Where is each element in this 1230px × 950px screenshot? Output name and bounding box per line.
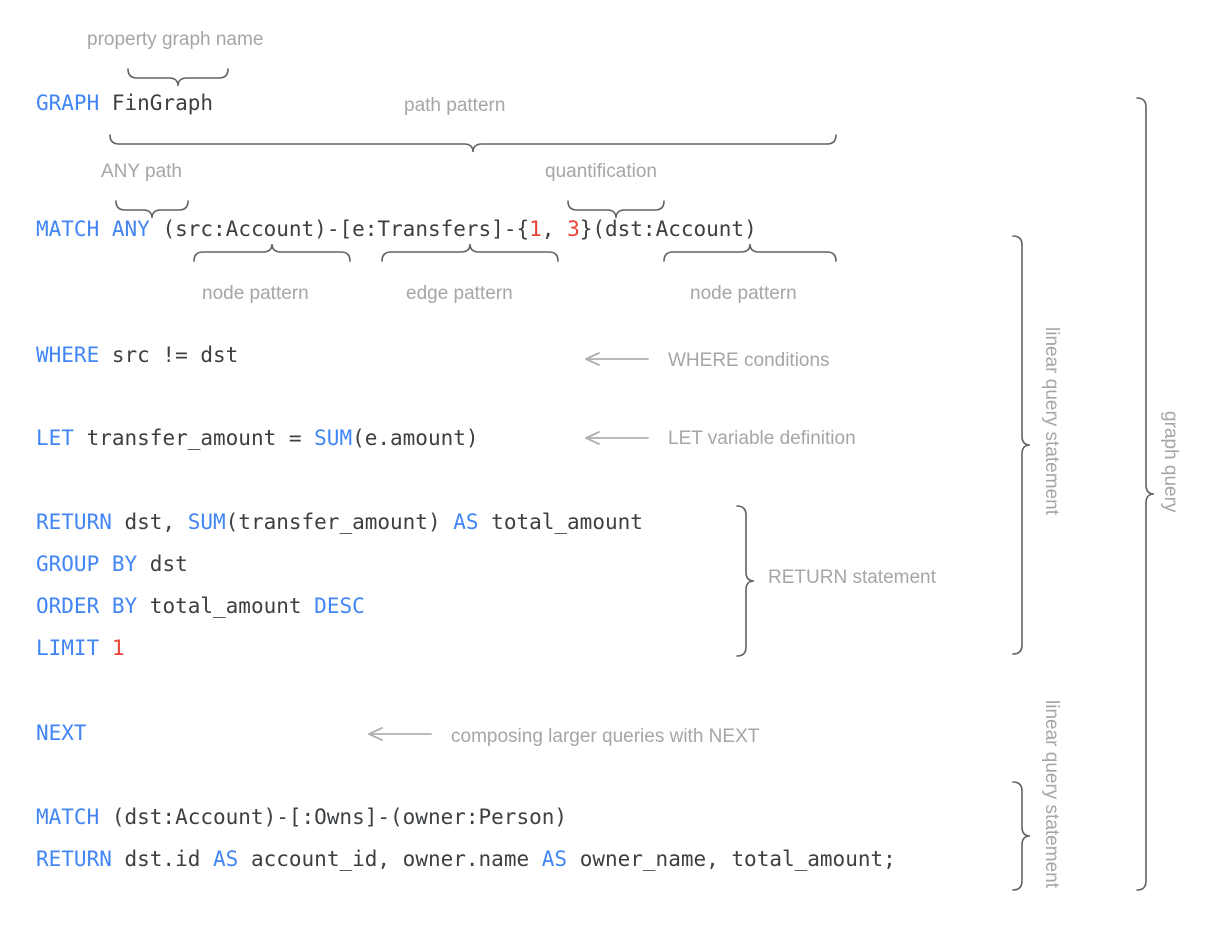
code-token: dst.id [111, 847, 214, 871]
label-node-pattern-right: node pattern [690, 283, 797, 304]
code-token: AS [541, 847, 568, 871]
code-token: account_id, owner.name [238, 847, 542, 871]
label-any-path: ANY path [101, 161, 182, 182]
label-quantification: quantification [545, 161, 657, 182]
arrow-let [585, 431, 649, 445]
label-where-conditions: WHERE conditions [668, 350, 830, 371]
code-token: dst, [111, 510, 188, 534]
code-line-match-owns-line: MATCH (dst:Account)-[:Owns]-(owner:Perso… [36, 807, 567, 828]
brace-linear-query-1 [1012, 235, 1031, 655]
vertical-label-graph-query: graph query [1160, 411, 1181, 513]
brace-any-path [115, 200, 189, 219]
code-token: (dst:Account)-[:Owns]-(owner:Person) [99, 805, 568, 829]
code-line-graph-line: GRAPH FinGraph [36, 93, 213, 114]
vertical-label-linear-query-statement-1: linear query statement [1041, 327, 1062, 515]
code-token: , [541, 217, 568, 241]
code-token: GRAPH [36, 91, 100, 115]
arrow-next [368, 727, 432, 741]
code-token: (src:Account)-[e:Transfers]-{ [149, 217, 530, 241]
label-composing-with-next: composing larger queries with NEXT [451, 726, 760, 747]
brace-graph-query [1136, 97, 1155, 891]
code-token: LET [36, 426, 74, 450]
code-token: ANY [111, 217, 150, 241]
brace-path-pattern [109, 134, 837, 153]
code-token: dst [137, 552, 188, 576]
code-token: src != dst [99, 343, 239, 367]
code-token: owner_name, total_amount; [567, 847, 896, 871]
brace-linear-query-2 [1012, 781, 1031, 891]
code-token: MATCH [36, 217, 100, 241]
label-node-pattern-left: node pattern [202, 283, 309, 304]
code-token: WHERE [36, 343, 100, 367]
code-token: (transfer_amount) [225, 510, 454, 534]
code-token: (e.amount) [352, 426, 479, 450]
brace-node-pattern-left [193, 243, 351, 262]
code-line-group-by-line: GROUP BY dst [36, 554, 188, 575]
code-token: 3 [567, 217, 580, 241]
code-token [99, 636, 112, 660]
label-edge-pattern: edge pattern [406, 283, 513, 304]
brace-property-graph-name [127, 68, 229, 87]
code-line-where-line: WHERE src != dst [36, 345, 238, 366]
code-token: AS [453, 510, 479, 534]
code-token: MATCH [36, 805, 100, 829]
code-token: NEXT [36, 721, 87, 745]
label-path-pattern: path pattern [404, 95, 506, 116]
code-line-next-line: NEXT [36, 723, 87, 744]
code-line-match-any-line: MATCH ANY (src:Account)-[e:Transfers]-{1… [36, 219, 757, 240]
vertical-label-linear-query-statement-2: linear query statement [1041, 700, 1062, 888]
brace-edge-pattern [381, 243, 559, 262]
code-token: 1 [529, 217, 542, 241]
brace-return-statement [736, 505, 755, 657]
code-token: total_amount [137, 594, 315, 618]
code-line-return-line-1: RETURN dst, SUM(transfer_amount) AS tota… [36, 512, 643, 533]
code-token: ORDER BY [36, 594, 138, 618]
code-line-order-by-line: ORDER BY total_amount DESC [36, 596, 365, 617]
code-token: 1 [111, 636, 125, 660]
code-token: }(dst:Account) [579, 217, 757, 241]
code-line-limit-line: LIMIT 1 [36, 638, 125, 659]
code-token: LIMIT [36, 636, 100, 660]
arrow-group [368, 352, 649, 741]
code-token: total_amount [478, 510, 643, 534]
arrow-where [585, 352, 649, 366]
code-token: RETURN [36, 510, 112, 534]
label-return-statement: RETURN statement [768, 567, 936, 588]
code-token: SUM [187, 510, 226, 534]
code-token: DESC [314, 594, 365, 618]
code-token: SUM [314, 426, 353, 450]
label-let-variable-definition: LET variable definition [668, 428, 856, 449]
code-token: RETURN [36, 847, 112, 871]
code-token [99, 217, 112, 241]
code-token: transfer_amount = [73, 426, 315, 450]
code-token: FinGraph [99, 91, 214, 115]
label-property-graph-name: property graph name [87, 29, 264, 50]
code-token: GROUP BY [36, 552, 138, 576]
code-line-return-line-2: RETURN dst.id AS account_id, owner.name … [36, 849, 896, 870]
code-line-let-line: LET transfer_amount = SUM(e.amount) [36, 428, 479, 449]
brace-group [109, 68, 1155, 891]
code-token: AS [213, 847, 239, 871]
brace-node-pattern-right [663, 243, 837, 262]
brace-quantification [567, 200, 665, 219]
